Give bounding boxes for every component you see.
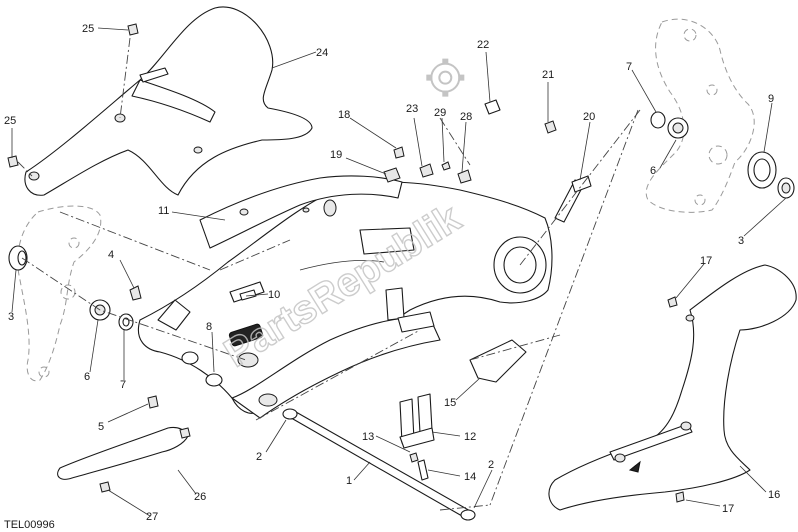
callout-2-right: 2 bbox=[488, 459, 494, 471]
callout-7-right: 7 bbox=[626, 61, 632, 73]
callout-13: 13 bbox=[362, 431, 374, 443]
callout-29: 29 bbox=[434, 107, 446, 119]
callout-4: 4 bbox=[108, 249, 114, 261]
callout-5: 5 bbox=[98, 421, 104, 433]
pivot-shaft[interactable] bbox=[282, 408, 476, 521]
right-footpeg-bracket-ghost bbox=[645, 18, 755, 213]
callout-16: 16 bbox=[768, 489, 780, 501]
callout-11: 11 bbox=[158, 205, 169, 217]
callout-15: 15 bbox=[444, 397, 456, 409]
callout-labels: 25 24 25 11 22 21 7 9 18 23 29 28 20 19 … bbox=[4, 23, 780, 523]
rear-mudguard[interactable] bbox=[24, 6, 313, 196]
fastener-top[interactable] bbox=[7, 23, 139, 168]
callout-1: 1 bbox=[346, 475, 352, 487]
callout-10: 10 bbox=[268, 289, 280, 301]
callout-19: 19 bbox=[330, 149, 342, 161]
callout-25-left: 25 bbox=[4, 115, 16, 127]
leader-lines bbox=[11, 27, 787, 517]
chain-guard[interactable] bbox=[548, 264, 797, 511]
callout-22: 22 bbox=[477, 39, 489, 51]
callout-8: 8 bbox=[206, 321, 212, 333]
callout-17-bottom: 17 bbox=[722, 503, 734, 515]
callout-3-left: 3 bbox=[8, 311, 14, 323]
callout-26: 26 bbox=[194, 491, 206, 503]
callout-21: 21 bbox=[542, 69, 554, 81]
callout-25-top: 25 bbox=[82, 23, 94, 35]
chain-slider[interactable] bbox=[57, 426, 191, 493]
callout-9: 9 bbox=[768, 93, 774, 105]
cover-plate[interactable] bbox=[229, 281, 265, 303]
callout-18: 18 bbox=[338, 109, 350, 121]
callout-24: 24 bbox=[316, 47, 328, 59]
callout-17-top: 17 bbox=[700, 255, 712, 267]
drawing-code: TEL00996 bbox=[4, 519, 55, 531]
callout-6-left: 6 bbox=[84, 371, 90, 383]
left-footpeg-bracket-ghost bbox=[17, 205, 102, 382]
callout-3-right: 3 bbox=[738, 235, 744, 247]
callout-23: 23 bbox=[406, 103, 418, 115]
callout-20: 20 bbox=[583, 111, 595, 123]
gear-logo-icon bbox=[426, 58, 465, 97]
chain-guide-parts[interactable] bbox=[399, 339, 527, 481]
callout-12: 12 bbox=[464, 431, 476, 443]
swingarm[interactable] bbox=[138, 175, 553, 419]
callout-28: 28 bbox=[460, 111, 472, 123]
assembly-lines bbox=[17, 37, 641, 511]
callout-27: 27 bbox=[146, 511, 158, 523]
callout-6-right: 6 bbox=[650, 165, 656, 177]
callout-2-left: 2 bbox=[256, 451, 262, 463]
callout-7-left: 7 bbox=[120, 379, 126, 391]
right-hardware[interactable] bbox=[383, 99, 795, 223]
callout-14: 14 bbox=[464, 471, 476, 483]
rubber-pad[interactable] bbox=[228, 323, 264, 347]
